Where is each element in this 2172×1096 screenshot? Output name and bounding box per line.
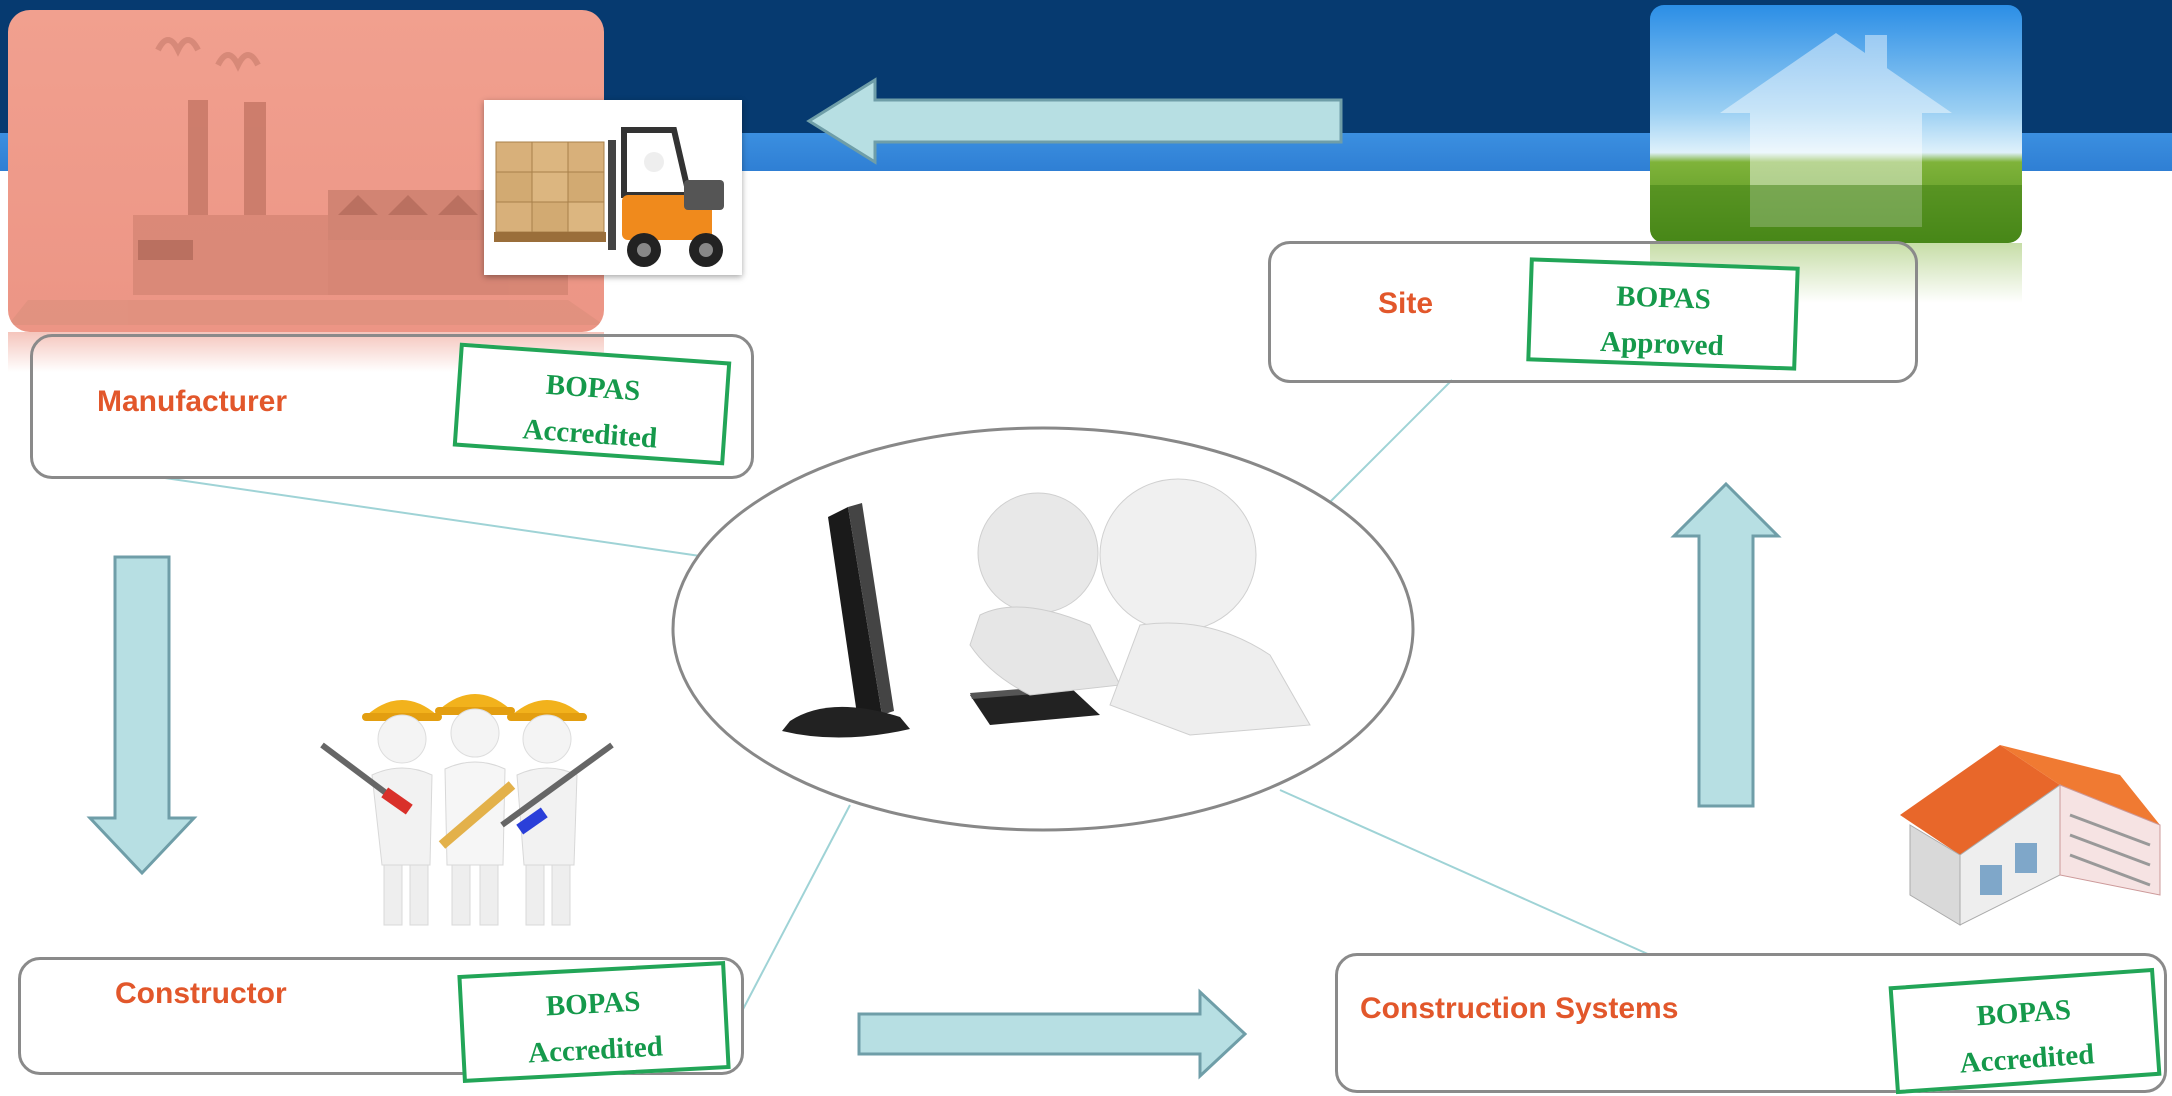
construction-workers-icon [320,694,614,926]
constructor-stamp-line1: BOPAS [545,985,642,1023]
house-cutaway-icon [1900,745,2161,926]
manufacturer-bopas-stamp: BOPAS Accredited [452,342,732,466]
manufacturer-label: Manufacturer [97,385,288,418]
constructor-stamp-line2: Accredited [527,1030,664,1070]
site-bopas-stamp: BOPAS Approved [1526,257,1800,371]
construction-systems-label: Construction Systems [1360,992,1679,1025]
arrow-manufacturer-to-constructor [86,555,198,876]
arrow-site-to-manufacturer [806,77,1343,165]
connector-manufacturer [164,477,701,557]
site-stamp-line2: Approved [1599,325,1725,363]
constructor-bopas-stamp: BOPAS Accredited [457,961,731,1083]
house-field-icon [1650,5,2022,243]
construction-systems-bopas-stamp: BOPAS Accredited [1888,967,2162,1095]
connector-construction-systems [1279,789,1651,956]
arrow-construction-systems-to-site [1670,481,1782,808]
arrow-constructor-to-construction-systems [857,988,1248,1080]
construction-systems-stamp-line2: Accredited [1958,1038,2096,1080]
forklift-icon [484,100,742,275]
constructor-label: Constructor [115,977,287,1010]
site-box [1268,241,1918,383]
construction-systems-stamp-line1: BOPAS [1975,993,2073,1033]
manufacturer-stamp-line1: BOPAS [544,368,642,408]
connector-site [1329,379,1453,503]
manufacturer-box [30,334,754,479]
site-label: Site [1378,287,1434,320]
connector-constructor [739,804,851,1016]
site-stamp-line1: BOPAS [1615,280,1712,316]
computer-users-icon [671,426,1415,832]
